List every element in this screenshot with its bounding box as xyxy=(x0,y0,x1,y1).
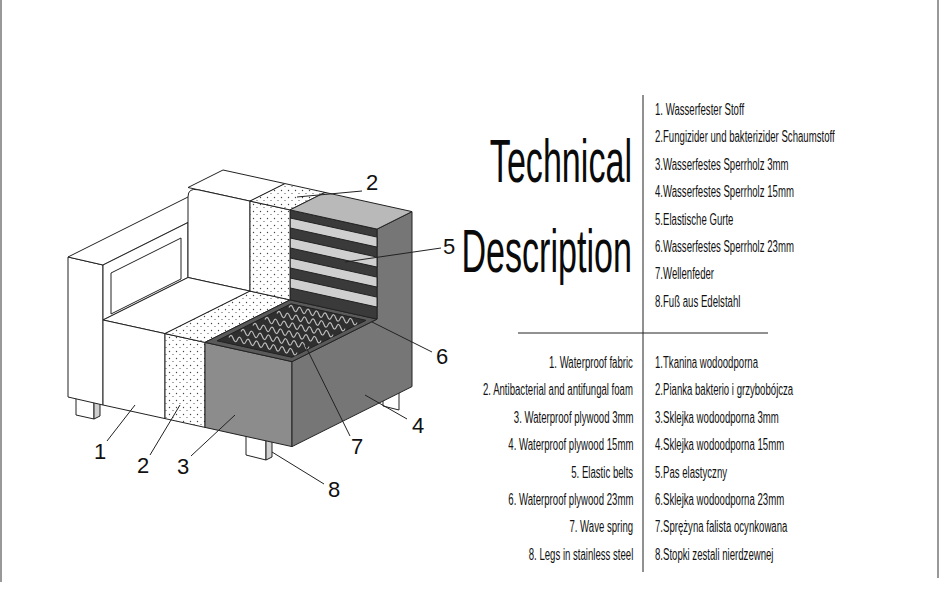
part-description: 2.Fungizider und bakterizider Schaumstof… xyxy=(655,129,835,145)
part-description: 1.Tkanina wodoodporna xyxy=(655,355,758,371)
part-description: 2. Antibacterial and antifungal foam xyxy=(483,382,633,398)
callout-number: 6 xyxy=(436,346,448,368)
frame-line xyxy=(1,0,2,582)
armrest xyxy=(68,257,103,405)
frame-line xyxy=(938,0,939,578)
leader-line xyxy=(345,248,441,262)
divider-line xyxy=(518,333,768,334)
part-description: 4. Waterproof plywood 15mm xyxy=(508,437,633,453)
leader-line xyxy=(365,395,407,419)
part-description: 7.Sprężyna falista ocynkowana xyxy=(655,519,787,535)
callout-number: 7 xyxy=(351,436,363,458)
part-description: 7. Wave spring xyxy=(569,519,633,535)
seat-fabric xyxy=(103,320,165,419)
part-description: 1. Wasserfester Stoff xyxy=(655,102,744,118)
leader-line xyxy=(191,415,235,456)
part-description: 4.Sklejka wodoodporna 15mm xyxy=(655,437,784,453)
diagram-title: Technical Description xyxy=(434,116,632,296)
part-description: 2.Pianka bakterio i grzybobójcza xyxy=(655,382,793,398)
leader-line xyxy=(297,191,362,197)
callout-number: 1 xyxy=(94,441,106,463)
part-description: 6. Waterproof plywood 23mm xyxy=(508,492,633,508)
part-description: 8.Stopki zestali nierdzewnej xyxy=(655,547,773,563)
leader-line xyxy=(372,322,432,352)
backrest-top xyxy=(290,192,412,229)
part-description: 6.Wasserfestes Sperrholz 23mm xyxy=(655,239,794,255)
callout-number: 5 xyxy=(443,236,455,258)
foam-layer xyxy=(250,201,290,300)
part-description: 6.Sklejka wodoodporna 23mm xyxy=(655,492,784,508)
foam-layer xyxy=(165,334,205,428)
leader-line xyxy=(305,345,350,436)
part-description: 8.Fuß aus Edelstahl xyxy=(655,294,740,310)
callout-number: 8 xyxy=(328,479,340,501)
part-description: 7.Wellenfeder xyxy=(655,266,714,282)
part-description: 3.Sklejka wodoodporna 3mm xyxy=(655,410,779,426)
part-description: 5.Pas elastyczny xyxy=(655,465,727,481)
part-description: 5. Elastic belts xyxy=(571,465,633,481)
backrest xyxy=(188,189,250,291)
callout-number: 3 xyxy=(177,456,189,478)
callout-number: 4 xyxy=(412,415,424,437)
leader-line xyxy=(107,405,135,441)
callout-number: 2 xyxy=(366,172,378,194)
part-description: 5.Elastische Gurte xyxy=(655,212,733,228)
part-description: 8. Legs in stainless steel xyxy=(528,547,633,563)
leader-line xyxy=(150,405,180,455)
wave-spring xyxy=(289,305,357,325)
part-description: 3. Waterproof plywood 3mm xyxy=(513,410,633,426)
callout-number: 2 xyxy=(137,455,149,477)
part-description: 4.Wasserfestes Sperrholz 15mm xyxy=(655,184,794,200)
part-description: 3.Wasserfestes Sperrholz 3mm xyxy=(655,157,789,173)
part-description: 1. Waterproof fabric xyxy=(549,355,633,371)
leader-line xyxy=(272,452,324,484)
